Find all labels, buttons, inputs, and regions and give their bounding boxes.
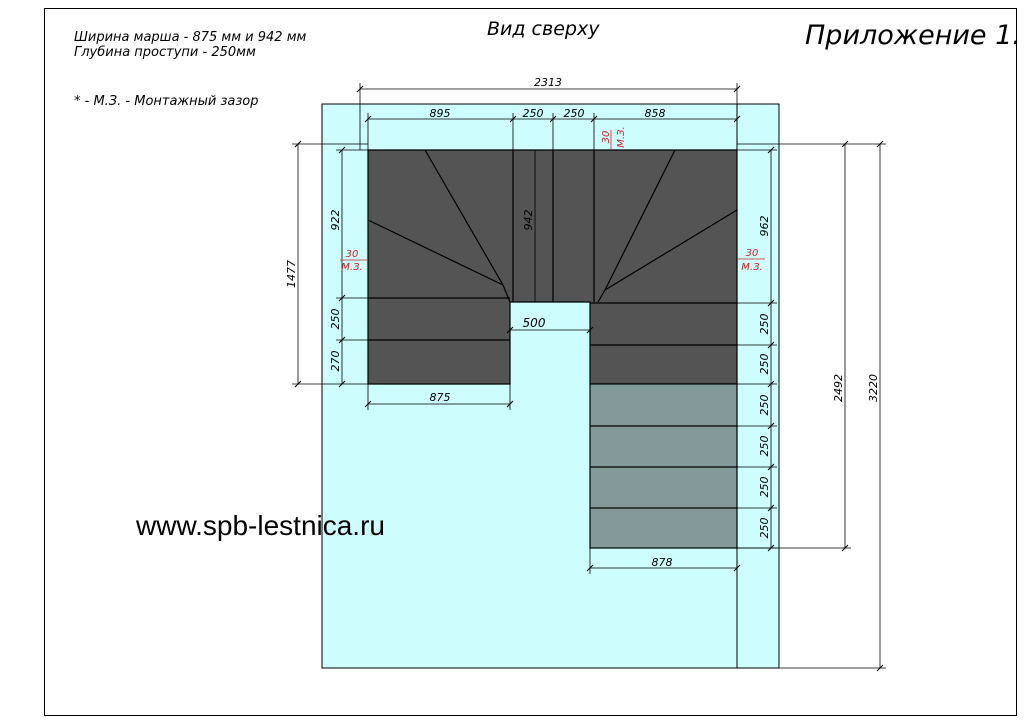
- lower-stair-body: [589, 383, 738, 549]
- dim-bottom-878: 878: [652, 556, 673, 569]
- dim-left-250: 250: [329, 309, 342, 330]
- winder-line: [604, 149, 676, 291]
- dim-right-250: 250: [758, 395, 771, 416]
- winder-line: [367, 219, 504, 286]
- lower-stair: [589, 383, 738, 549]
- dim-center-942: 942: [522, 210, 535, 231]
- winder-line: [424, 149, 504, 286]
- spec-tread-depth: Глубина проступи - 250мм: [74, 45, 256, 60]
- winder-line: [597, 289, 606, 303]
- gap-left-label: М.З.: [341, 262, 362, 273]
- dim-left-922: 922: [329, 210, 342, 231]
- gap-right: 30 М.З.: [737, 248, 765, 273]
- mounting-gap-marks: 30 М.З. 30 М.З. 30 М.З.: [340, 126, 765, 273]
- dim-right-250: 250: [758, 477, 771, 498]
- dimension-lines: [292, 83, 886, 669]
- gap-top-value: 30: [601, 131, 612, 144]
- website-watermark: www.spb-lestnica.ru: [136, 510, 385, 541]
- gap-right-value: 30: [746, 248, 759, 259]
- gap-left: 30 М.З.: [340, 249, 368, 273]
- dim-left-270: 270: [329, 351, 342, 372]
- dim-right-962: 962: [758, 216, 771, 237]
- dim-250-b: 250: [564, 107, 585, 120]
- winder-line: [502, 284, 511, 303]
- dim-858: 858: [645, 107, 666, 120]
- sheet-frame: [44, 8, 1017, 716]
- dim-bottom-875: 875: [430, 391, 451, 404]
- view-title: Вид сверху: [487, 18, 600, 40]
- dim-total-width: 2313: [534, 76, 562, 89]
- dimension-ticks: [294, 85, 884, 672]
- spec-width: Ширина марша - 875 мм и 942 мм: [74, 30, 307, 45]
- gap-top-label: М.З.: [616, 126, 627, 147]
- gap-left-value: 30: [346, 249, 359, 260]
- dim-right-2492: 2492: [832, 374, 845, 402]
- appendix-label: Приложение 1.: [805, 20, 1021, 51]
- dim-right-3220: 3220: [867, 374, 880, 402]
- dim-right-250: 250: [758, 354, 771, 375]
- dim-250-a: 250: [523, 107, 544, 120]
- note-mounting-gap: * - М.З. - Монтажный зазор: [74, 94, 259, 109]
- dimension-texts: 2313 895 250 250 858 500 875 878 1477 92…: [285, 76, 880, 569]
- dim-895: 895: [430, 107, 451, 120]
- dim-opening-500: 500: [523, 316, 546, 330]
- upper-stair-lines: [367, 149, 738, 346]
- dim-right-250: 250: [758, 436, 771, 457]
- gap-top: 30 М.З.: [601, 126, 627, 150]
- dim-right-250: 250: [758, 314, 771, 335]
- dim-left-1477: 1477: [285, 260, 298, 288]
- gap-right-label: М.З.: [741, 262, 762, 273]
- dim-right-250: 250: [758, 518, 771, 539]
- winder-line: [604, 209, 738, 291]
